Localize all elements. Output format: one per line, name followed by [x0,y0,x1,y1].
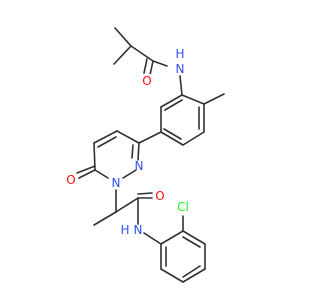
structure-canvas: N H O O N N O N H Cl [66,27,225,283]
atom-label-cl: Cl [177,200,189,214]
bond [94,169,109,179]
bond [130,45,154,62]
atom-label-n: N [176,62,185,76]
bond [76,165,96,174]
atom-label-o: O [155,189,164,203]
bond [160,94,183,108]
bond [93,130,118,144]
bond [163,128,182,140]
bond [122,169,137,179]
atom-label-h: H [175,47,184,61]
atom-label-n: N [135,159,144,173]
atom-labels: N H O O N N O N H Cl [66,47,189,237]
atom-label-o: O [142,74,151,88]
atom-label-n: N [112,176,121,190]
bond [143,232,162,245]
bond [160,268,184,283]
bond [131,144,134,159]
bond [160,230,184,245]
bond [93,211,117,226]
bond [182,236,201,248]
bond [182,268,206,283]
bond [116,130,140,144]
bond [143,58,148,74]
bond [181,94,205,105]
bond [78,169,96,179]
bond [115,197,139,213]
atom-label-o: O [66,173,75,187]
bond [182,131,205,146]
atom-label-n: N [134,223,143,237]
bond [182,265,201,278]
bond [113,45,132,65]
bond [152,60,168,67]
bond [97,136,117,148]
bond [179,75,183,96]
bond [138,131,162,144]
bond-lines [76,27,225,283]
bond [203,93,225,105]
bond [137,142,140,161]
bond [160,131,184,146]
molecule-diagram: N H O O N N O N H Cl [66,27,225,283]
bond [164,99,183,111]
bond [149,60,154,76]
atom-label-h: H [120,223,129,237]
bond [137,192,153,195]
bond [182,230,206,245]
bond [114,27,132,47]
